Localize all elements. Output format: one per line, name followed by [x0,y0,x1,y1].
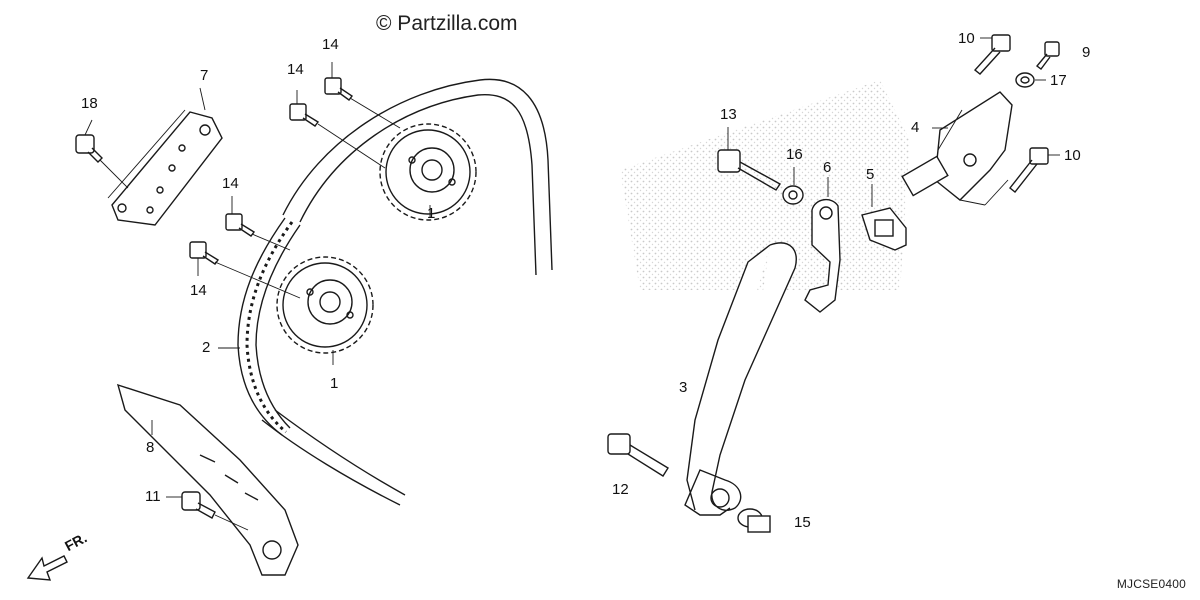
washer-17 [1015,72,1035,88]
cam-chain-tensioner-lifter [901,91,1013,201]
callout-9: 9 [1082,44,1091,61]
callout-14-c: 14 [222,175,239,192]
bolt-18 [75,134,103,163]
callout-15: 15 [794,514,811,531]
collar-15 [737,508,771,533]
bolt-11 [181,491,216,519]
bolt-9 [1035,41,1060,70]
callout-2: 2 [202,339,211,356]
bolt-10-upper [973,34,1011,75]
tensioner-gasket [861,207,907,251]
chain-guide-bracket [111,111,223,226]
callout-12: 12 [612,481,629,498]
callout-3: 3 [679,379,688,396]
callout-6: 6 [823,159,832,176]
washer-16 [782,185,804,205]
tensioner-slider-plate [804,199,841,313]
callout-18: 18 [81,95,98,112]
callout-10-upper: 10 [958,30,975,47]
bolt-12 [607,433,669,477]
lower-cam-sprocket [276,256,374,354]
cam-chain [237,217,301,436]
callout-14-d: 14 [190,282,207,299]
callout-14-a: 14 [322,36,339,53]
bolts-14 [189,77,354,265]
callout-11: 11 [145,488,161,505]
upper-cam-sprocket [379,123,477,221]
bolt-10-lower [1009,147,1049,193]
chain-tensioner-arm [684,242,797,516]
callout-14-b: 14 [287,61,304,78]
callout-1-upper: 1 [427,205,436,222]
front-direction-arrow [26,555,68,581]
fixed-chain-guide [116,383,299,576]
diagram-code: MJCSE0400 [1116,577,1186,591]
callout-17: 17 [1050,72,1067,89]
callout-5: 5 [866,166,875,183]
callout-13: 13 [720,106,737,123]
callout-4: 4 [911,119,920,136]
watermark: © Partzilla.com [376,12,518,35]
leader-lines [84,37,1060,531]
callout-8: 8 [146,439,155,456]
bolt-13 [717,149,782,191]
callout-1-lower: 1 [330,375,339,392]
callout-10-lower: 10 [1064,147,1081,164]
callout-7: 7 [200,67,209,84]
callout-16: 16 [786,146,803,163]
